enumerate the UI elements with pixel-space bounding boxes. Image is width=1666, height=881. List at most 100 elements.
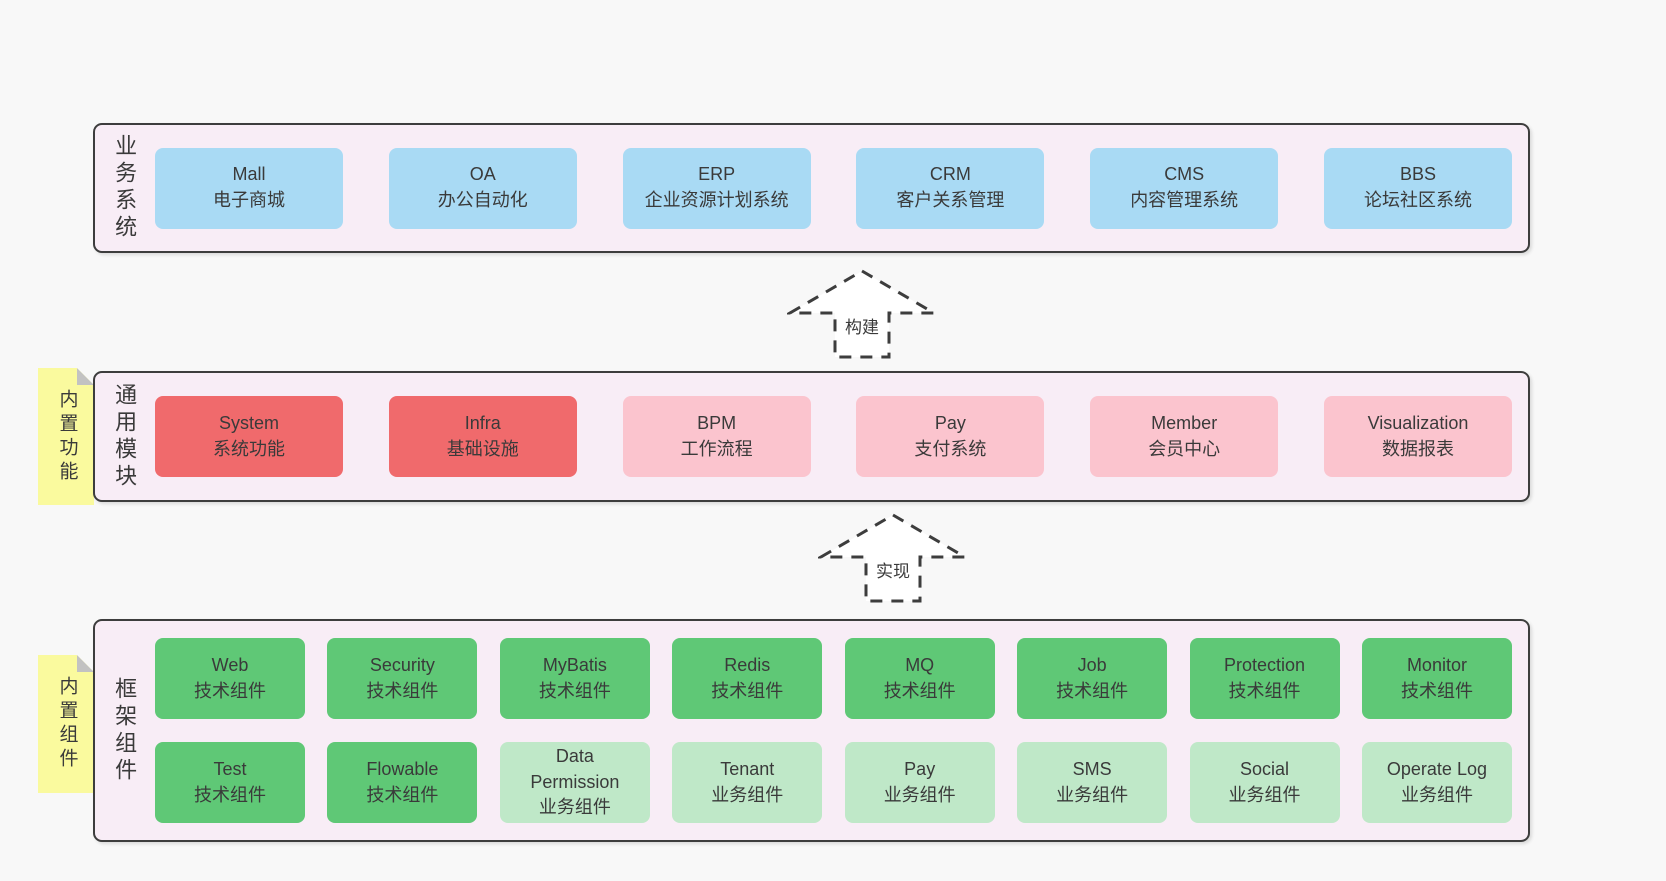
arrow-implement-label: 实现 xyxy=(872,557,914,582)
box-subtitle: 技术组件 xyxy=(366,784,439,805)
box-subtitle: 技术组件 xyxy=(194,784,266,805)
box-system: System 系统功能 xyxy=(155,396,343,477)
layer-boxes: System 系统功能 Infra 基础设施 BPM 工作流程 Pay 支付系统 Member 会… xyxy=(145,373,1528,500)
box-mq: MQ 技术组件 xyxy=(844,638,995,719)
note-fold-corner-icon xyxy=(77,368,94,385)
box-subtitle: 技术组件 xyxy=(538,680,611,701)
box-subtitle: 工作流程 xyxy=(680,438,753,459)
box-title: Flowable xyxy=(366,758,439,779)
box-oa: OA 办公自动化 xyxy=(388,147,577,229)
box-title: Job xyxy=(1077,654,1107,675)
box-title: Visualization xyxy=(1367,412,1469,433)
box-job: Job 技术组件 xyxy=(1017,638,1168,719)
box-title: ERP xyxy=(698,164,736,185)
layer-common-modules: 通用模块 System 系统功能 Infra 基础设施 BPM 工作流程 Pay 支付系统 Me… xyxy=(93,371,1530,502)
box-subtitle: 企业资源计划系统 xyxy=(644,190,789,210)
box-subtitle: 基础设施 xyxy=(446,438,519,459)
box-title: Social xyxy=(1240,758,1290,779)
box-title: Mall xyxy=(232,164,266,185)
box-subtitle: 技术组件 xyxy=(883,680,956,701)
box-subtitle: 技术组件 xyxy=(1228,680,1301,701)
box-subtitle: 办公自动化 xyxy=(437,190,528,210)
note-built-in-functions: 内置功能 xyxy=(38,368,94,505)
box-title: Monitor xyxy=(1406,654,1467,675)
box-title: Member xyxy=(1151,412,1218,433)
layer-label-business-systems: 业务系统 xyxy=(112,134,138,242)
box-subtitle: 技术组件 xyxy=(366,680,439,701)
box-subtitle: 系统功能 xyxy=(213,438,285,459)
box-subtitle: 技术组件 xyxy=(711,680,784,701)
box-visualization: Visualization 数据报表 xyxy=(1323,396,1512,477)
box-title: Redis xyxy=(724,654,771,675)
box-test: Test 技术组件 xyxy=(155,742,305,823)
box-title: CMS xyxy=(1164,164,1205,185)
box-subtitle: 业务组件 xyxy=(538,797,611,818)
box-redis: Redis 技术组件 xyxy=(672,638,823,719)
box-web: Web 技术组件 xyxy=(155,638,305,719)
box-title: Test xyxy=(213,758,247,779)
arrow-build-label: 构建 xyxy=(841,313,883,338)
box-pay: Pay 支付系统 xyxy=(856,396,1045,477)
box-title: System xyxy=(218,412,279,433)
box-subtitle: 业务组件 xyxy=(1056,784,1129,805)
note-label: 内置功能 xyxy=(56,388,78,485)
layer-boxes: Mall 电子商城 OA 办公自动化 ERP 企业资源计划系统 CRM 客户关系管理 CMS 内容… xyxy=(145,125,1528,251)
box-title: Protection xyxy=(1224,654,1306,675)
box-title: SMS xyxy=(1072,758,1112,779)
box-data-permission: Data Permission 业务组件 xyxy=(499,742,650,823)
box-title: Operate Log xyxy=(1386,758,1487,779)
box-infra: Infra 基础设施 xyxy=(388,396,577,477)
box-subtitle: 内容管理系统 xyxy=(1130,190,1239,210)
box-subtitle: 会员中心 xyxy=(1148,438,1221,459)
box-subtitle: 客户关系管理 xyxy=(896,190,1005,210)
box-mall: Mall 电子商城 xyxy=(155,147,343,229)
layer-business-systems: 业务系统 Mall 电子商城 OA 办公自动化 ERP 企业资源计划系统 CRM 客户关系管理… xyxy=(93,123,1530,253)
box-subtitle: 技术组件 xyxy=(1056,680,1129,701)
box-subtitle: 技术组件 xyxy=(194,680,266,701)
boxes-row: Mall 电子商城 OA 办公自动化 ERP 企业资源计划系统 CRM 客户关系管理 CMS 内容… xyxy=(155,147,1512,229)
box-subtitle: 业务组件 xyxy=(711,784,784,805)
layer-label-common-modules: 通用模块 xyxy=(112,382,138,491)
note-built-in-components: 内置组件 xyxy=(38,655,94,793)
box-title: MQ xyxy=(905,654,935,675)
box-title: Tenant xyxy=(720,758,775,779)
box-title: CRM xyxy=(929,164,971,185)
box-title: BBS xyxy=(1399,164,1436,185)
note-label: 内置组件 xyxy=(56,676,78,772)
box-subtitle: 电子商城 xyxy=(213,190,285,210)
box-bbs: BBS 论坛社区系统 xyxy=(1323,147,1512,229)
layer-label-framework-components: 框架组件 xyxy=(112,676,138,785)
box-crm: CRM 客户关系管理 xyxy=(856,147,1045,229)
box-title: BPM xyxy=(697,412,737,433)
box-title: Infra xyxy=(464,412,501,433)
box-title: MyBatis xyxy=(542,654,607,675)
box-protection: Protection 技术组件 xyxy=(1189,638,1340,719)
box-subtitle: 论坛社区系统 xyxy=(1363,190,1472,210)
box-erp: ERP 企业资源计划系统 xyxy=(622,147,811,229)
boxes-row: Test 技术组件 Flowable 技术组件 Data Permission 业务组件 T… xyxy=(155,742,1512,823)
box-title: Data Permission xyxy=(530,746,620,792)
box-sms: SMS 业务组件 xyxy=(1017,742,1168,823)
box-cms: CMS 内容管理系统 xyxy=(1090,147,1279,229)
box-subtitle: 数据报表 xyxy=(1381,438,1454,459)
box-title: Security xyxy=(369,654,435,675)
box-title: Pay xyxy=(934,412,966,433)
boxes-row: System 系统功能 Infra 基础设施 BPM 工作流程 Pay 支付系统 Member 会… xyxy=(155,396,1512,477)
box-mybatis: MyBatis 技术组件 xyxy=(499,638,650,719)
box-title: OA xyxy=(469,164,496,185)
arrow-build: 构建 xyxy=(787,268,937,360)
note-fold-corner-icon xyxy=(77,655,94,672)
box-member: Member 会员中心 xyxy=(1090,396,1279,477)
box-security: Security 技术组件 xyxy=(327,638,478,719)
box-title: Web xyxy=(211,654,249,675)
box-bpm: BPM 工作流程 xyxy=(622,396,811,477)
box-subtitle: 支付系统 xyxy=(914,438,987,459)
